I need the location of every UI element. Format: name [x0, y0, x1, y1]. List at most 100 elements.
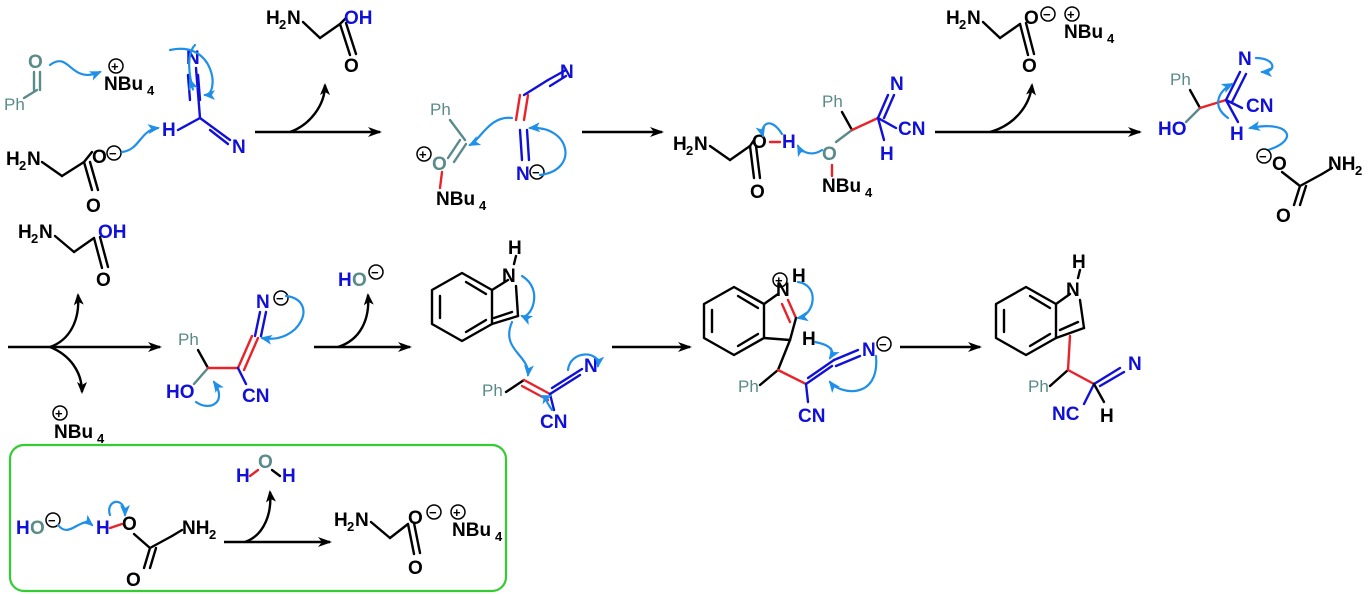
glycine-hydrogen-bond: H 2 N O O H	[673, 132, 796, 203]
svg-text:−: −	[429, 505, 437, 520]
svg-text:NBu: NBu	[1064, 22, 1103, 43]
glycinate-salt-2: H 2 N O O − + NBu 4	[334, 504, 503, 579]
svg-text:O: O	[86, 196, 101, 217]
svg-text:Ph: Ph	[822, 92, 843, 111]
svg-text:O: O	[1276, 206, 1291, 227]
svg-text:H: H	[508, 238, 522, 259]
svg-text:O: O	[750, 182, 765, 203]
svg-text:2: 2	[19, 158, 26, 173]
svg-text:N: N	[1238, 49, 1252, 70]
svg-text:Ph: Ph	[738, 377, 759, 396]
svg-text:O: O	[1024, 8, 1039, 29]
aldehyde-oxygen: O	[28, 52, 43, 73]
svg-text:O: O	[822, 144, 837, 165]
svg-text:H: H	[282, 466, 296, 487]
svg-text:O: O	[122, 514, 137, 535]
acidic-hydrogen: H	[162, 120, 176, 141]
phenyl-label: Ph	[4, 95, 25, 114]
svg-text:NBu: NBu	[452, 520, 491, 541]
svg-text:2: 2	[31, 231, 38, 246]
svg-text:O: O	[408, 508, 423, 529]
svg-text:−: −	[371, 265, 379, 280]
benzylidene-malononitrile: Ph N CN	[482, 356, 598, 433]
svg-text:H: H	[6, 149, 20, 170]
svg-text:Ph: Ph	[1028, 377, 1049, 396]
svg-text:N: N	[287, 8, 301, 29]
svg-text:N: N	[1066, 280, 1080, 301]
svg-text:4: 4	[1107, 31, 1115, 46]
svg-text:H: H	[880, 144, 894, 165]
svg-text:Ph: Ph	[1170, 70, 1191, 89]
water: H O H	[236, 452, 296, 487]
svg-text:H: H	[266, 8, 280, 29]
svg-text:−: −	[1259, 149, 1267, 164]
svg-text:−: −	[276, 291, 284, 306]
svg-text:HO: HO	[1158, 119, 1187, 140]
svg-text:2: 2	[347, 519, 354, 534]
svg-text:HO: HO	[166, 382, 195, 403]
svg-text:O: O	[96, 270, 111, 291]
svg-text:N: N	[516, 164, 530, 185]
svg-text:N: N	[232, 137, 246, 158]
svg-text:4: 4	[495, 529, 503, 544]
oxocarbenium-intermediate: Ph O + NBu 4	[416, 100, 487, 213]
alcohol-intermediate: Ph HO N CN H	[1158, 49, 1273, 145]
svg-text:H: H	[1100, 406, 1114, 427]
svg-text:+: +	[55, 406, 63, 421]
svg-text:+: +	[419, 147, 427, 162]
svg-text:NBu: NBu	[104, 74, 143, 95]
glycine-byproduct-2: H 2 N O OH	[18, 222, 127, 291]
alkoxide-adduct: Ph O NBu 4 N CN H	[822, 74, 925, 200]
svg-text:−: −	[1043, 7, 1051, 22]
benzaldehyde: O Ph	[4, 52, 43, 114]
tetrabutylammonium: NBu 4 +	[104, 58, 155, 98]
svg-text:O: O	[126, 570, 141, 591]
side-reaction: H O − H O O NH 2	[16, 500, 216, 591]
svg-text:H: H	[16, 518, 30, 539]
svg-text:N: N	[890, 74, 904, 95]
svg-text:+: +	[1067, 7, 1075, 22]
svg-text:N: N	[256, 292, 270, 313]
svg-text:O: O	[92, 147, 107, 168]
svg-text:Ph: Ph	[178, 330, 199, 349]
svg-text:H: H	[338, 270, 352, 291]
svg-text:H: H	[946, 8, 960, 29]
svg-text:NC: NC	[1052, 404, 1080, 425]
svg-text:O: O	[352, 270, 367, 291]
svg-text:NBu: NBu	[54, 422, 93, 443]
glycinate-anion-2: − O O NH 2	[1256, 148, 1362, 227]
hydroxide: H O −	[338, 264, 384, 291]
svg-text:+: +	[453, 505, 461, 520]
svg-text:4: 4	[479, 198, 487, 213]
svg-text:N: N	[694, 134, 708, 155]
final-product: N H Ph N NC H	[994, 252, 1142, 427]
svg-text:N: N	[967, 8, 981, 29]
svg-text:H: H	[782, 132, 796, 153]
curly-arrow	[48, 60, 102, 81]
glycine-byproduct-1: H 2 N O OH	[266, 8, 373, 77]
svg-text:OH: OH	[344, 8, 373, 29]
glycinate-salt-1: H 2 N O O − + NBu 4	[946, 6, 1115, 77]
svg-text:CN: CN	[798, 406, 825, 427]
svg-text:O: O	[1272, 154, 1287, 175]
svg-text:NBu: NBu	[436, 189, 475, 210]
svg-text:2: 2	[279, 17, 286, 32]
indolium-intermediate: N + H H Ph N − CN	[702, 266, 892, 427]
svg-text:4: 4	[865, 185, 873, 200]
svg-text:N: N	[39, 222, 53, 243]
svg-text:O: O	[30, 518, 45, 539]
svg-text:−: −	[879, 337, 887, 352]
svg-text:+: +	[775, 273, 783, 288]
svg-text:H: H	[792, 266, 806, 287]
svg-text:NH: NH	[182, 518, 209, 539]
svg-text:O: O	[1022, 56, 1037, 77]
svg-text:N: N	[862, 340, 876, 361]
svg-text:H: H	[18, 222, 32, 243]
svg-text:+: +	[111, 59, 119, 74]
svg-text:N: N	[560, 62, 574, 83]
svg-text:2: 2	[959, 17, 966, 32]
svg-text:O: O	[258, 452, 273, 473]
svg-text:N: N	[27, 149, 41, 170]
svg-text:H: H	[802, 329, 816, 350]
